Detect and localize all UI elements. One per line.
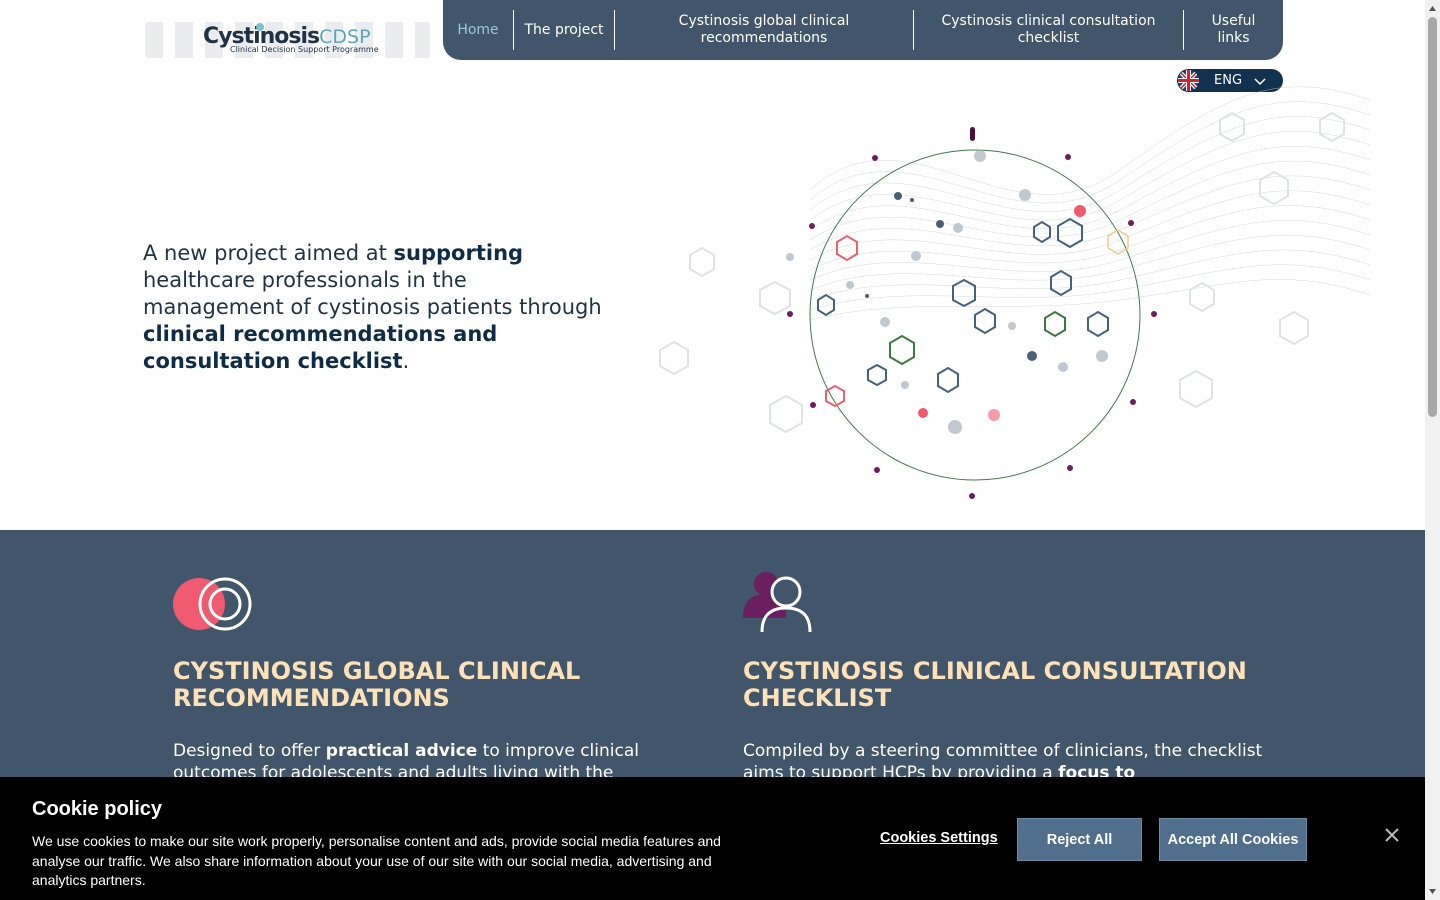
users-icon [743,572,812,633]
site-logo[interactable]: CystinosisCDSP Clinical Decision Support… [145,18,430,62]
language-selector[interactable]: ENG [1177,69,1283,92]
nav-the-project[interactable]: The project [514,10,615,50]
checklist-card[interactable]: Cystinosis clinical consultation checkli… [743,570,1263,784]
hero-text-part: A new project aimed at [143,241,394,265]
nav-global-clinical-recommendations[interactable]: Cystinosis global clinical recommendatio… [615,10,914,50]
scroll-up-arrow-icon[interactable] [1428,4,1437,13]
cookie-title: Cookie policy [32,798,163,820]
card-text-bold: practical advice [325,741,478,761]
card-title: Cystinosis clinical consultation checkli… [743,657,1247,712]
hero-text-bold: clinical recommendations and consultatio… [143,322,498,373]
hero-intro-text: A new project aimed at supporting health… [143,240,603,375]
close-icon[interactable] [1383,826,1401,844]
cookie-description: We use cookies to make our site work pro… [32,833,721,888]
rings-icon [173,577,252,631]
logo-dot-icon [256,23,264,31]
cookie-banner: Cookie policy We use cookies to make our… [0,777,1425,900]
main-navigation: Home The project Cystinosis global clini… [443,0,1283,60]
reject-all-button[interactable]: Reject All [1017,818,1142,861]
chevron-down-icon [1254,77,1266,85]
hero-text-part: healthcare professionals in the manageme… [143,268,602,319]
hero-text-bold: supporting [393,241,524,265]
scroll-down-arrow-icon[interactable] [1428,887,1437,896]
hero-molecule-illustration [659,86,1371,499]
card-title: Cystinosis global clinical recommendatio… [173,657,581,712]
recommendations-card[interactable]: Cystinosis global clinical recommendatio… [173,570,693,784]
accept-all-cookies-button[interactable]: Accept All Cookies [1159,818,1307,861]
scrollbar-thumb[interactable] [1428,17,1437,417]
language-label: ENG [1214,73,1243,88]
logo-background [145,22,430,58]
nav-home[interactable]: Home [443,10,514,50]
hero-text-part: . [402,349,410,373]
card-text-part: Designed to offer [173,741,326,761]
nav-clinical-consultation-checklist[interactable]: Cystinosis clinical consultation checkli… [914,10,1184,50]
vertical-scrollbar[interactable] [1425,0,1440,900]
cookies-settings-link[interactable]: Cookies Settings [880,830,998,846]
nav-useful-links[interactable]: Useful links [1211,13,1256,46]
logo-tagline: Clinical Decision Support Programme [230,45,379,54]
